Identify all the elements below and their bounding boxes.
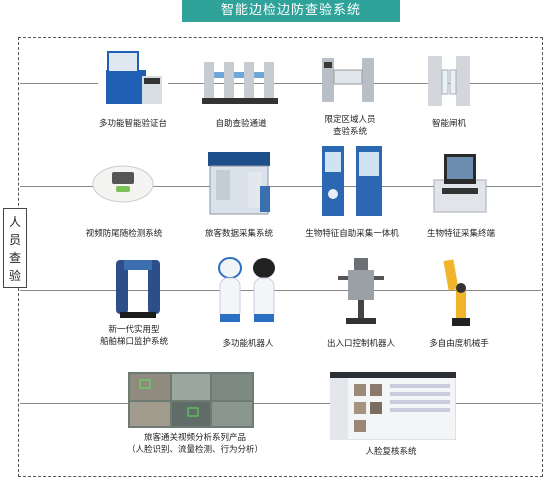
row-connector-4	[20, 403, 541, 404]
item-label: 多自由度机械手	[429, 339, 489, 349]
entrance-control-robot-image	[338, 258, 384, 324]
diagram-title: 智能边检边防查验系统	[182, 0, 400, 22]
smart-gate-image	[428, 56, 470, 106]
self-service-channel-image	[202, 62, 278, 104]
side-label-char: 查	[8, 251, 21, 265]
item-label: 多功能机器人	[222, 339, 274, 349]
item-label: 人脸复核系统	[365, 447, 417, 457]
face-review-screen-image	[330, 372, 456, 440]
item-label: 视频防尾随检测系统	[85, 229, 163, 239]
ship-gangway-monitor-image	[116, 260, 160, 318]
side-label-char: 员	[8, 233, 21, 247]
side-label-personnel-inspection: 人 员 查 验	[3, 208, 27, 288]
item-label: 新一代实用型	[108, 325, 160, 335]
item-label: 限定区域人员	[324, 115, 376, 125]
item-label: 多功能智能验证台	[98, 119, 167, 129]
item-label: 智能闸机	[431, 119, 466, 129]
passenger-data-collection-image	[208, 152, 270, 215]
item-label: 自助查验通道	[215, 119, 267, 129]
robotic-arm-image	[443, 259, 470, 326]
verification-desk-image	[98, 42, 168, 112]
biometric-kiosk-image	[322, 146, 382, 216]
video-analysis-collage-image	[128, 372, 254, 428]
restricted-area-system-image	[322, 58, 374, 102]
row-connector-3	[20, 290, 541, 291]
item-label-line2: 船舶梯口监护系统	[99, 337, 168, 347]
item-label: 生物特征采集终端	[426, 229, 495, 239]
item-label: 生物特征自助采集一体机	[305, 229, 399, 239]
row-connector-2	[20, 186, 541, 187]
item-label-line2: 查验系统	[332, 127, 367, 137]
side-label-char: 人	[8, 215, 21, 229]
biometric-terminal-image	[433, 154, 487, 213]
item-label: 出入口控制机器人	[326, 339, 395, 349]
item-label-line2: （人脸识别、流量检测、行为分析）	[126, 445, 263, 455]
row-connector-1	[20, 83, 541, 84]
side-label-char: 验	[8, 269, 21, 283]
item-label: 旅客数据采集系统	[204, 229, 273, 239]
anti-tailgating-sensor-image	[92, 165, 154, 203]
multi-function-robot-image	[218, 257, 275, 322]
item-label: 旅客通关视频分析系列产品	[143, 433, 246, 443]
